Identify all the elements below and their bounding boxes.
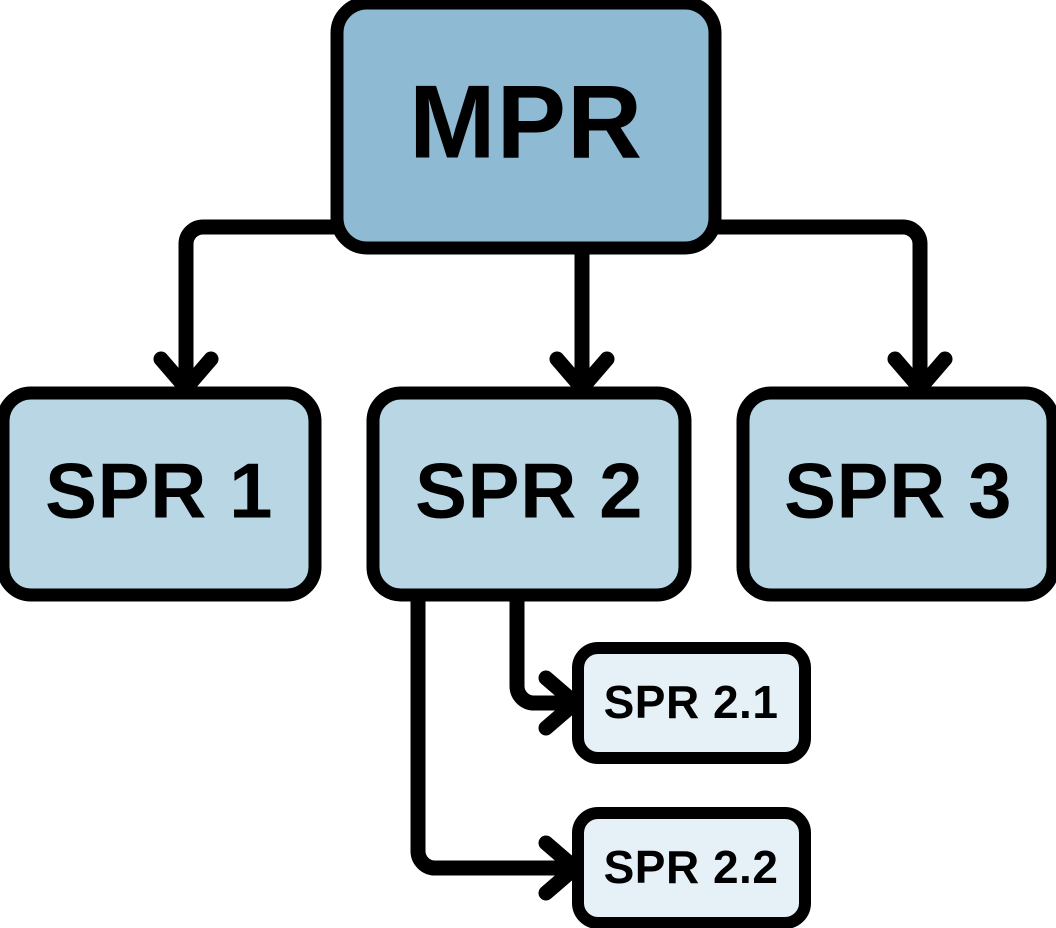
connector-line-mpr-to-spr3 [707,219,928,393]
connector-mpr-to-spr2 [549,235,615,396]
node-spr-2-1-box[interactable] [572,642,811,764]
node-spr-2-2-label: SPR 2.2 [604,841,779,893]
node-spr-2-label: SPR 2 [415,447,643,535]
node-spr-1-label: SPR 1 [45,447,273,535]
node-spr-3[interactable]: SPR 3 [736,386,1056,602]
node-mpr-label: MPR [409,64,643,180]
node-mpr-box[interactable] [330,0,722,255]
connector-spr2-to-spr21 [509,587,583,736]
connector-mpr-to-spr1 [153,219,345,396]
node-mpr[interactable]: MPR [330,0,722,255]
node-spr-3-label: SPR 3 [784,447,1012,535]
node-spr-2-2-box[interactable] [572,807,811,928]
node-spr-2-1-label: SPR 2.1 [604,676,779,728]
node-spr-2[interactable]: SPR 2 [366,386,692,602]
node-spr-1-box[interactable] [0,386,322,602]
node-spr-2-box[interactable] [366,386,692,602]
node-spr-1[interactable]: SPR 1 [0,386,322,602]
connector-mpr-to-spr3 [707,219,953,396]
connector-spr2-to-spr22 [410,587,583,901]
connector-line-mpr-to-spr1 [178,219,345,393]
node-spr-3-box[interactable] [736,386,1056,602]
connector-line-spr2-to-spr21 [509,587,578,711]
connector-line-spr2-to-spr22 [410,587,578,876]
node-spr-2-1[interactable]: SPR 2.1 [572,642,811,764]
node-spr-2-2[interactable]: SPR 2.2 [572,807,811,928]
